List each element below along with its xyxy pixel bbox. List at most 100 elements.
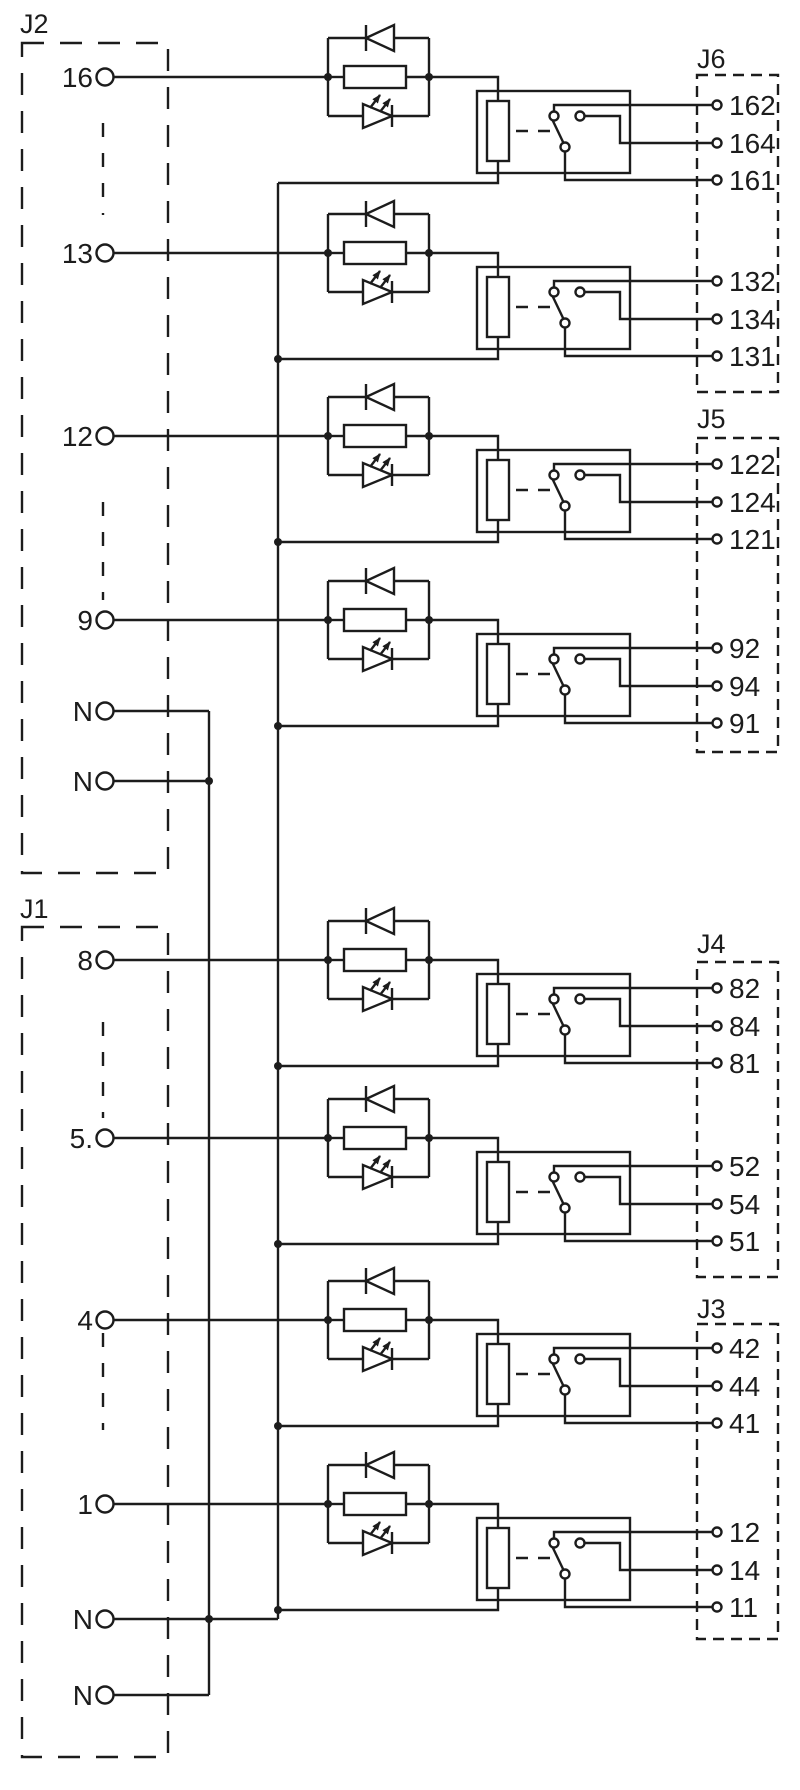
relay-coil [485,458,511,522]
led-arrow-icon [379,1525,391,1540]
terminal-label-164: 164 [729,128,776,159]
no-output-wire [584,657,712,688]
terminal-label-N: N [73,1604,93,1635]
flyback-diode-icon [363,906,396,936]
connector-box-J2 [20,41,170,875]
terminal-J2-13 [95,243,115,263]
common-contact [559,1384,571,1396]
switch-lever [551,1002,565,1027]
led-arrow-icon [369,1337,381,1352]
terminal-label-N: N [73,696,93,727]
junction-dot [274,722,282,730]
connector-box-J4 [695,960,780,1279]
terminal-J2-12 [95,426,115,446]
led-arrow-icon [369,1155,381,1170]
led-icon [361,102,396,130]
terminal-label-82: 82 [729,973,760,1004]
terminal-label-84: 84 [729,1011,760,1042]
terminal-label-54: 54 [729,1189,760,1220]
terminal-common-11 [711,1601,723,1613]
resistor-body [342,1491,408,1517]
relay-coil [485,1526,511,1590]
no-output-wire [584,997,712,1028]
connector-box-J1 [20,925,170,1759]
terminal-J1-N [95,1609,115,1629]
terminal-label-9: 9 [77,605,93,636]
switch-lever [551,662,565,687]
junction-dot [324,73,332,81]
led-arrow-icon [369,453,381,468]
terminal-label-161: 161 [729,165,776,196]
nc-contact [548,110,560,122]
junction-dot [274,538,282,546]
relay-coil [485,1160,511,1224]
no-output-wire [584,473,712,504]
led-arrow-icon [379,981,391,996]
coil-feed-wire [429,958,500,984]
nc-contact [548,653,560,665]
nc-contact [548,1537,560,1549]
no-output-wire [584,1357,712,1388]
led-arrow-icon [369,637,381,652]
common-contact [559,684,571,696]
junction-dot [274,355,282,363]
terminal-nc-42 [711,1342,723,1354]
terminal-J1-5 [95,1128,115,1148]
relay-coil [485,275,511,339]
coil-return-wire [278,1044,500,1068]
led-icon [361,1163,396,1191]
terminal-common-131 [711,350,723,362]
connector-box-J5 [695,436,780,754]
terminal-label-94: 94 [729,671,760,702]
terminal-common-41 [711,1417,723,1429]
junction-dot [324,249,332,257]
common-output-wire [563,1578,712,1609]
connector-box-J6 [695,73,780,394]
led-icon [361,1345,396,1373]
junction-dot [274,1606,282,1614]
terminal-no-84 [711,1020,723,1032]
terminal-J1-1 [95,1494,115,1514]
junction-dot [324,1500,332,1508]
terminal-nc-52 [711,1160,723,1172]
nc-contact [548,286,560,298]
no-contact [574,1537,586,1549]
resistor-body [342,64,408,90]
connector-label-J2: J2 [20,9,49,39]
terminal-no-164 [711,137,723,149]
junction-dot [324,432,332,440]
nc-contact [548,1171,560,1183]
led-arrow-icon [379,457,391,472]
coil-return-wire [278,1404,500,1428]
nc-contact [548,993,560,1005]
relay-coil [485,642,511,706]
terminal-J1-8 [95,950,115,970]
coil-feed-wire [429,1318,500,1344]
resistor-body [342,1307,408,1333]
common-output-wire [563,694,712,725]
nc-contact [548,469,560,481]
flyback-diode-icon [363,23,396,53]
terminal-label-12: 12 [62,421,93,452]
connector-label-J6: J6 [697,44,726,74]
nc-contact [548,1353,560,1365]
led-arrow-icon [379,641,391,656]
flyback-diode-icon [363,382,396,412]
terminal-J2-9 [95,610,115,630]
terminal-no-124 [711,496,723,508]
coil-feed-wire [429,1502,500,1528]
terminal-no-54 [711,1198,723,1210]
connector-box-J3 [695,1322,780,1641]
led-icon [361,985,396,1013]
terminal-label-8: 8 [77,945,93,976]
terminal-J1-N [95,1685,115,1705]
terminal-label-132: 132 [729,266,776,297]
resistor-body [342,240,408,266]
junction-dot [324,1134,332,1142]
coil-feed-wire [429,1136,500,1162]
flyback-diode-icon [363,566,396,596]
